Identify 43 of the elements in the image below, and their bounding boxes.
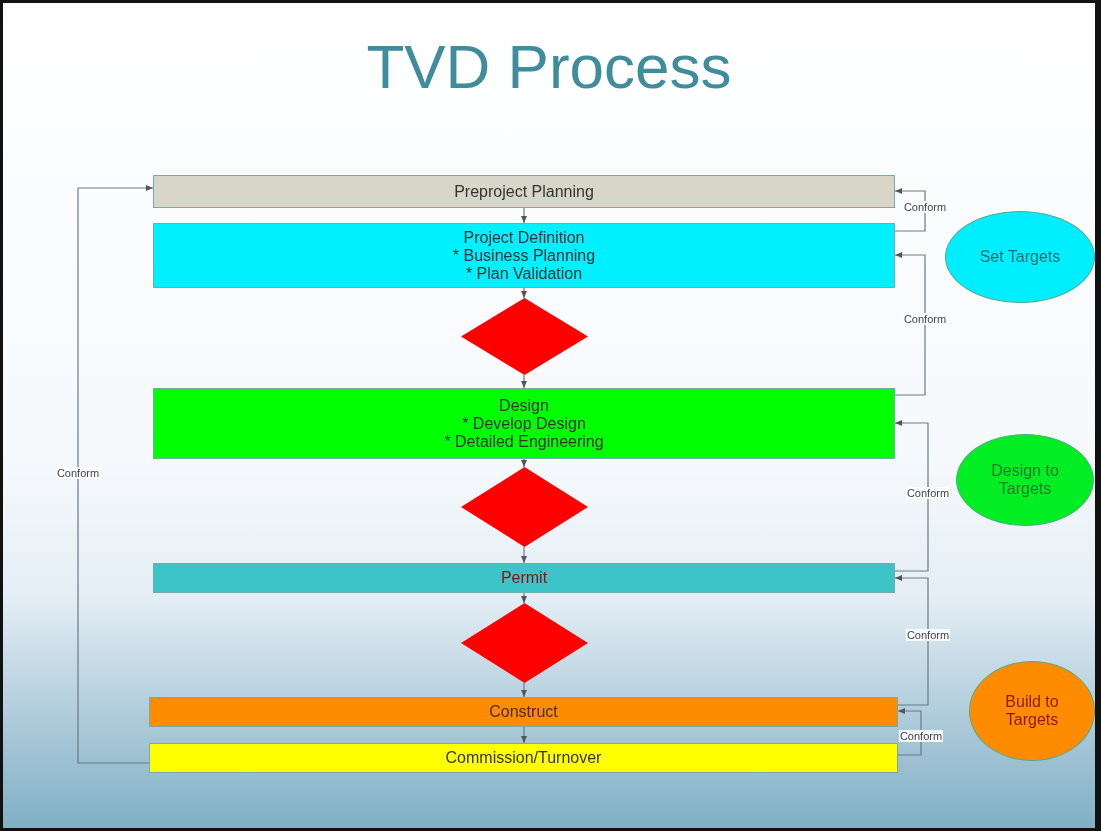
node-title: Commission/Turnover [445,749,602,767]
decision-diamond [461,467,588,547]
edge-label: Conform [905,487,951,499]
edge-label: Conform [902,313,948,325]
node-title: Build to Targets [1004,693,1060,729]
process-box [153,175,895,208]
arrow [521,592,527,604]
process-box [149,743,898,773]
edge-label: Conform [898,730,944,742]
arrow [521,546,527,564]
arrow [894,575,929,706]
node-title: Project Definition [463,228,585,247]
arrow [521,374,527,389]
bullet-item: * Develop Design [462,414,586,433]
bullet-item: * Plan Validation [465,264,583,283]
node-title: Permit [500,569,548,587]
node-title: Set Targets [978,248,1062,266]
bullet-item: * Detailed Engineering [444,432,604,451]
node-title: Design [499,396,549,415]
arrow [521,287,527,299]
arrow [897,708,922,756]
process-box [149,697,898,727]
node-title: Construct [489,703,558,721]
arrow [894,188,926,232]
arrow [77,185,154,764]
arrow [521,726,527,744]
arrow [894,420,929,572]
process-box [153,388,895,459]
process-box [153,563,895,593]
edge-label: Conform [905,629,951,641]
bullet-item: * Business Planning [452,246,596,265]
edge-label: Conform [902,201,948,213]
title: TVD Process [365,31,733,102]
decision-diamond [461,603,588,683]
arrow [521,682,527,698]
process-box [153,223,895,288]
edge-label: Conform [55,467,101,479]
arrow [521,207,527,224]
node-title: Preproject Planning [454,182,594,201]
decision-diamond [461,298,588,375]
arrow [894,252,926,396]
node-title: Design to Targets [990,462,1060,498]
arrow [521,458,527,468]
